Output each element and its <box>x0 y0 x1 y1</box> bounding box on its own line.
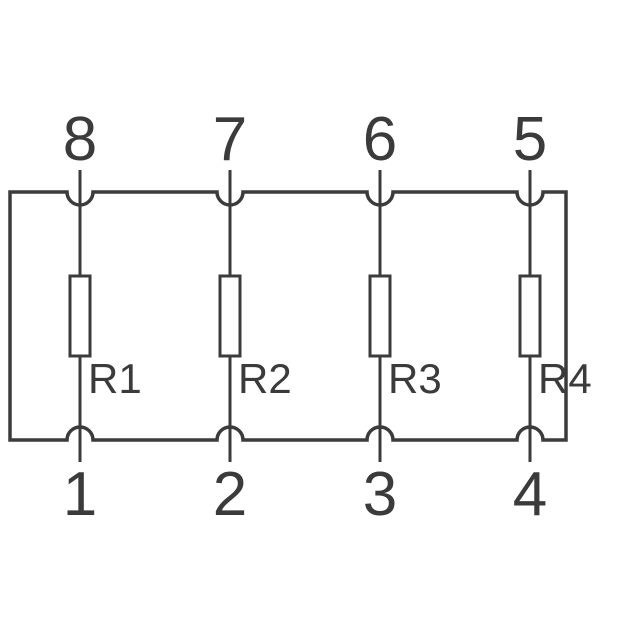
pin-number-bottom: 3 <box>363 460 397 529</box>
resistor-body <box>368 274 392 358</box>
resistor-unit-3: 6 R3 3 <box>363 105 442 529</box>
resistor-unit-2: 7 R2 2 <box>213 105 292 529</box>
pin-number-bottom: 2 <box>213 460 247 529</box>
pin-number-top: 7 <box>213 105 247 174</box>
resistor-label: R1 <box>88 355 142 402</box>
resistor-unit-1: 8 R1 1 <box>63 105 142 529</box>
resistor-body <box>518 274 542 358</box>
resistor-label: R2 <box>238 355 292 402</box>
pin-number-top: 8 <box>63 105 97 174</box>
pin-number-top: 6 <box>363 105 397 174</box>
resistor-body <box>68 274 92 358</box>
pin-number-top: 5 <box>513 105 547 174</box>
package-outline <box>8 190 568 442</box>
pin-number-bottom: 1 <box>63 460 97 529</box>
resistor-label: R3 <box>388 355 442 402</box>
resistor-unit-4: 5 R4 4 <box>513 105 592 529</box>
resistor-label: R4 <box>538 355 592 402</box>
resistor-body <box>218 274 242 358</box>
pin-number-bottom: 4 <box>513 460 547 529</box>
